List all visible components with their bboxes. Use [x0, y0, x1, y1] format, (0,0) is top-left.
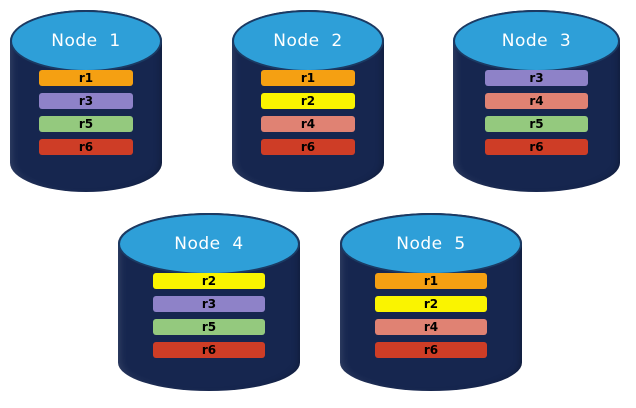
replica-bar-r6[interactable]: r6	[152, 342, 266, 358]
replica-list: r2 r3 r5 r6	[152, 273, 266, 358]
replica-bar-r2[interactable]: r2	[260, 93, 356, 109]
replica-bar-r5[interactable]: r5	[152, 319, 266, 335]
replica-list: r3 r4 r5 r6	[484, 70, 589, 155]
replica-bar-r3[interactable]: r3	[152, 296, 266, 312]
replica-bar-r4[interactable]: r4	[260, 116, 356, 132]
replica-list: r1 r2 r4 r6	[374, 273, 488, 358]
replica-bar-r6[interactable]: r6	[374, 342, 488, 358]
cylinder-top-ellipse	[10, 10, 162, 72]
cylinder-top-ellipse	[118, 213, 300, 275]
replica-bar-r6[interactable]: r6	[484, 139, 589, 155]
cylinder-top-ellipse	[340, 213, 522, 275]
replica-bar-r3[interactable]: r3	[484, 70, 589, 86]
replica-list: r1 r2 r4 r6	[260, 70, 356, 155]
replica-bar-r5[interactable]: r5	[484, 116, 589, 132]
replica-bar-r1[interactable]: r1	[260, 70, 356, 86]
replica-bar-r2[interactable]: r2	[374, 296, 488, 312]
replica-bar-r6[interactable]: r6	[260, 139, 356, 155]
replica-bar-r1[interactable]: r1	[374, 273, 488, 289]
replica-list: r1 r3 r5 r6	[38, 70, 134, 155]
replica-bar-r3[interactable]: r3	[38, 93, 134, 109]
replica-bar-r5[interactable]: r5	[38, 116, 134, 132]
replica-bar-r6[interactable]: r6	[38, 139, 134, 155]
replica-bar-r1[interactable]: r1	[38, 70, 134, 86]
replica-bar-r2[interactable]: r2	[152, 273, 266, 289]
replica-bar-r4[interactable]: r4	[484, 93, 589, 109]
replica-bar-r4[interactable]: r4	[374, 319, 488, 335]
